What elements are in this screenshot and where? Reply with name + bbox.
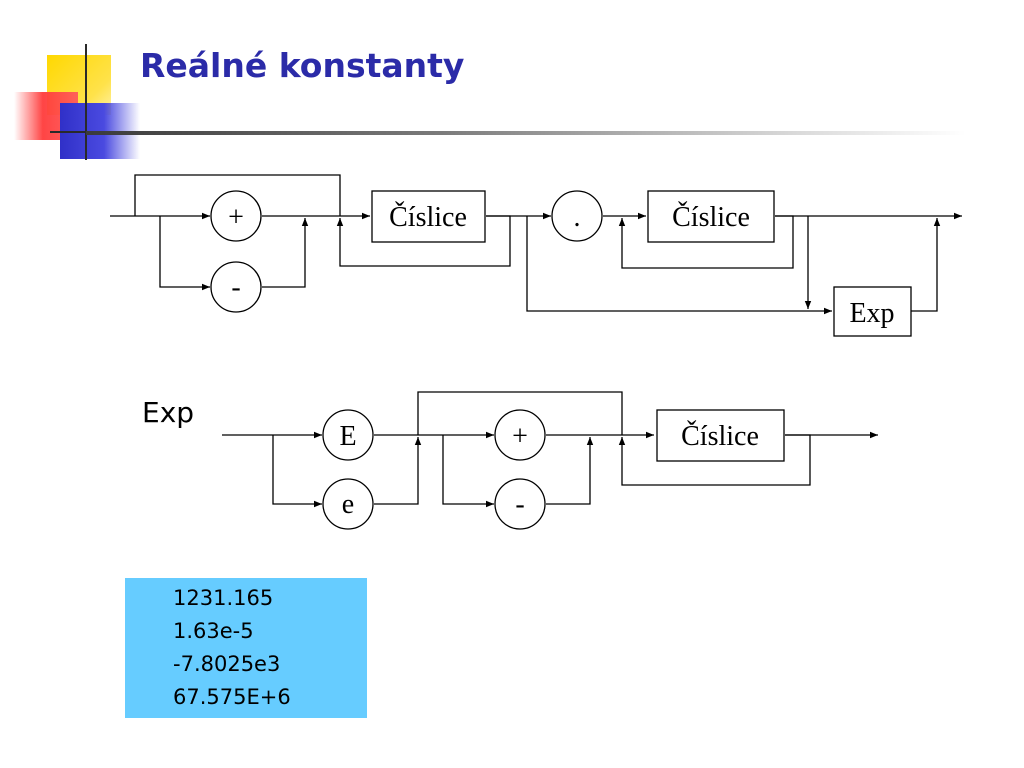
sign-bypass-path	[134, 174, 341, 216]
digits-label-1: Číslice	[389, 202, 467, 233]
e-upper-node: E	[322, 409, 374, 461]
example-value: -7.8025e3	[173, 652, 281, 676]
minus-node: -	[210, 261, 262, 313]
to-minus-path	[159, 216, 210, 291]
e-lower-node: e	[322, 478, 374, 530]
exp-minus-return-path	[546, 437, 594, 505]
skip-fraction-path	[526, 216, 832, 315]
exp-to-minus-path	[442, 435, 494, 508]
minus-return-path	[262, 218, 309, 288]
minus-label: -	[231, 272, 240, 303]
example-value: 67.575E+6	[173, 685, 291, 709]
dot-label: .	[574, 202, 581, 233]
e-upper-label: E	[339, 421, 356, 452]
exp-box-label: Exp	[849, 298, 894, 329]
e-lower-return-path	[374, 437, 422, 505]
title-underline	[86, 131, 966, 135]
exp-diagram	[222, 391, 878, 508]
exp-section-label: Exp	[142, 396, 195, 429]
examples-box: 1231.165 1.63e-5 -7.8025e3 67.575E+6	[125, 578, 367, 718]
exp-box: Exp	[833, 286, 912, 337]
digits-label-2: Číslice	[672, 202, 750, 233]
exp-digits-label: Číslice	[681, 421, 759, 452]
exp-digits-box: Číslice	[656, 409, 785, 462]
digits-box-1: Číslice	[371, 190, 486, 243]
real-constant-diagram	[110, 174, 962, 315]
example-value: 1231.165	[173, 586, 274, 610]
exp-minus-node: -	[494, 478, 546, 530]
e-lower-label: e	[342, 489, 354, 520]
plus-node: +	[210, 190, 262, 242]
exp-sign-bypass-path	[417, 391, 623, 435]
exp-return-path	[911, 218, 941, 312]
exp-plus-label: +	[512, 421, 528, 452]
to-e-lower-path	[272, 435, 322, 508]
digits-box-2: Číslice	[647, 190, 775, 243]
exp-plus-node: +	[494, 409, 546, 461]
logo-vertical-line	[85, 44, 87, 160]
plus-label: +	[228, 202, 244, 233]
slide-title: Reálné konstanty	[140, 46, 465, 85]
exp-minus-label: -	[515, 489, 524, 520]
example-value: 1.63e-5	[173, 619, 254, 643]
dot-node: .	[551, 190, 603, 242]
